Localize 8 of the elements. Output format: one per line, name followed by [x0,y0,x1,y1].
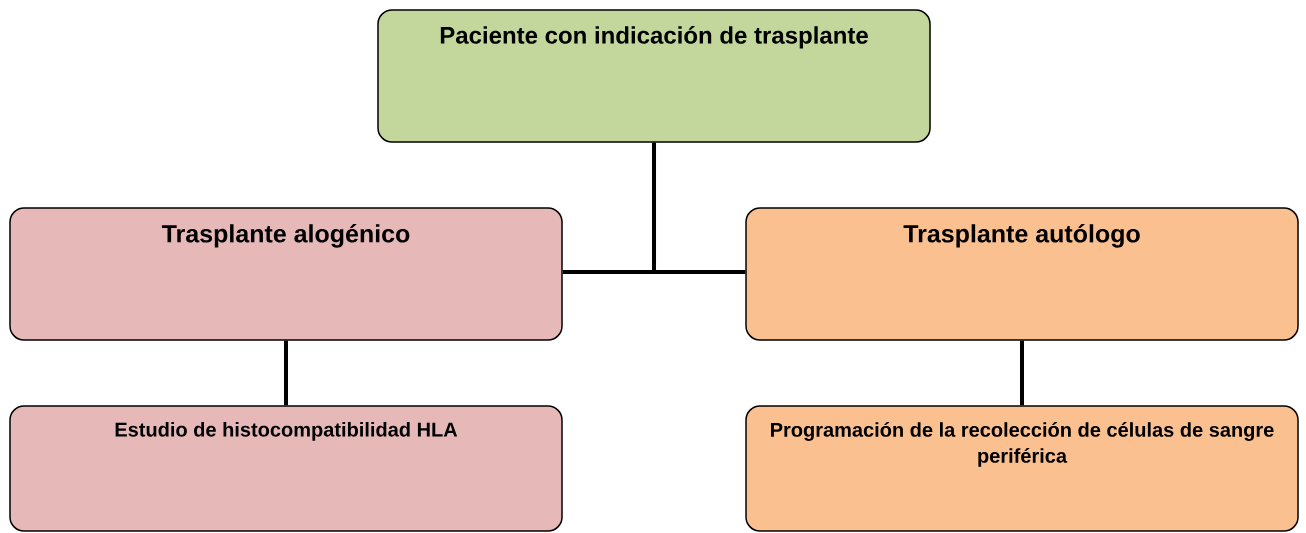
connector-line [284,340,288,406]
process-box: Trasplante alogénico [9,207,563,341]
process-box: Programación de la recolección de células de sangre periférica [745,405,1299,532]
process-box: Paciente con indicación de trasplante [377,9,931,143]
process-box: Estudio de histocompatibilidad HLA [9,405,563,532]
process-box: Trasplante autólogo [745,207,1299,341]
connector-line [652,142,746,274]
connector-line [1020,340,1024,406]
